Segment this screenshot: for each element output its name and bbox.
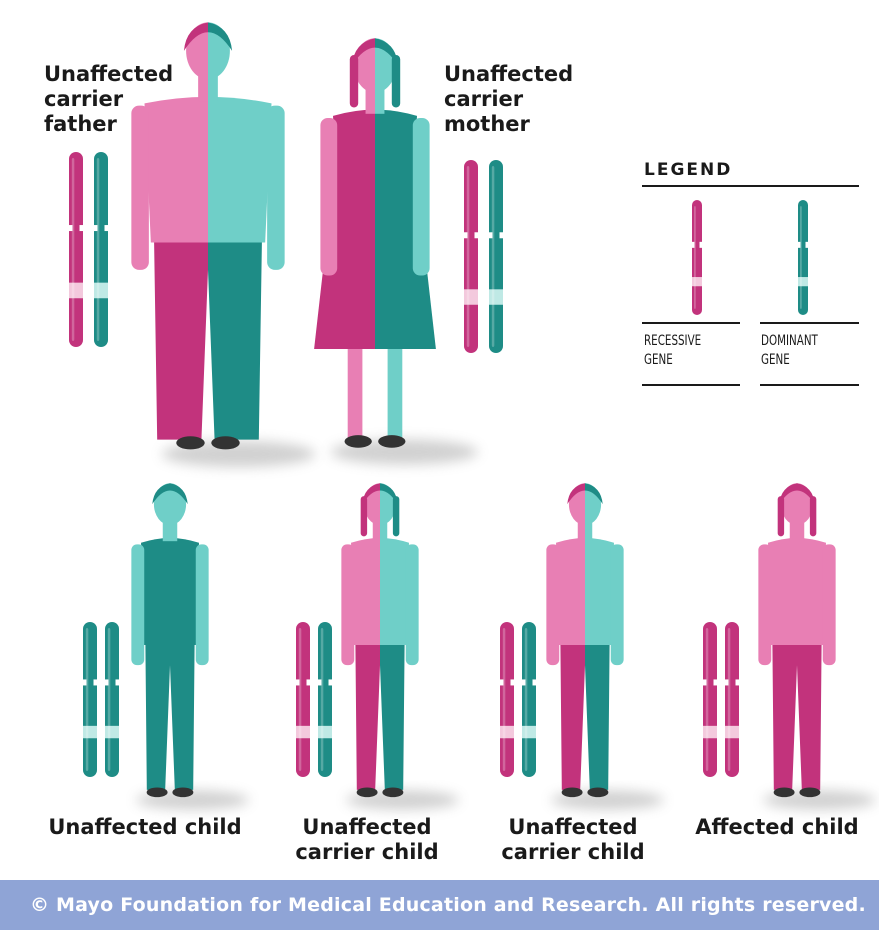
legend-dominant-label: DOMINANT GENE — [761, 332, 818, 370]
child-3-label: Unaffected carrier child — [458, 815, 688, 865]
child-1-label: Unaffected child — [30, 815, 260, 840]
mother-chromosome-1 — [463, 160, 479, 353]
legend-recessive-label: RECESSIVE GENE — [644, 332, 701, 370]
father-label: Unaffected carrier father — [44, 62, 173, 136]
copyright-text: © Mayo Foundation for Medical Education … — [30, 894, 866, 916]
child-3-chromosome-2 — [521, 622, 537, 777]
copyright-bar: © Mayo Foundation for Medical Education … — [0, 880, 879, 930]
child-2-figure — [341, 483, 459, 809]
child-2-label: Unaffected carrier child — [252, 815, 482, 865]
child-1-figure — [131, 483, 249, 809]
child-1-chromosome-1 — [82, 622, 98, 777]
legend-recessive-rule-bottom — [642, 384, 740, 386]
child-3-chromosome-1 — [499, 622, 515, 777]
legend-dominant-chromosome — [797, 200, 809, 315]
legend-divider — [642, 185, 859, 187]
legend-title: LEGEND — [644, 160, 732, 180]
child-4-chromosome-2 — [724, 622, 740, 777]
legend-recessive-rule-top — [642, 322, 740, 324]
child-4-label: Affected child — [672, 815, 879, 840]
child-4-chromosome-1 — [702, 622, 718, 777]
legend-recessive-chromosome — [691, 200, 703, 315]
mother-label: Unaffected carrier mother — [444, 62, 573, 136]
legend-dominant-rule-top — [760, 322, 859, 324]
child-3-figure — [546, 483, 664, 809]
legend-dominant-rule-bottom — [760, 384, 859, 386]
child-2-chromosome-1 — [295, 622, 311, 777]
father-chromosome-2 — [93, 152, 109, 347]
mother-chromosome-2 — [488, 160, 504, 353]
child-4-figure — [758, 483, 876, 809]
child-2-chromosome-2 — [317, 622, 333, 777]
child-1-chromosome-2 — [104, 622, 120, 777]
father-chromosome-1 — [68, 152, 84, 347]
